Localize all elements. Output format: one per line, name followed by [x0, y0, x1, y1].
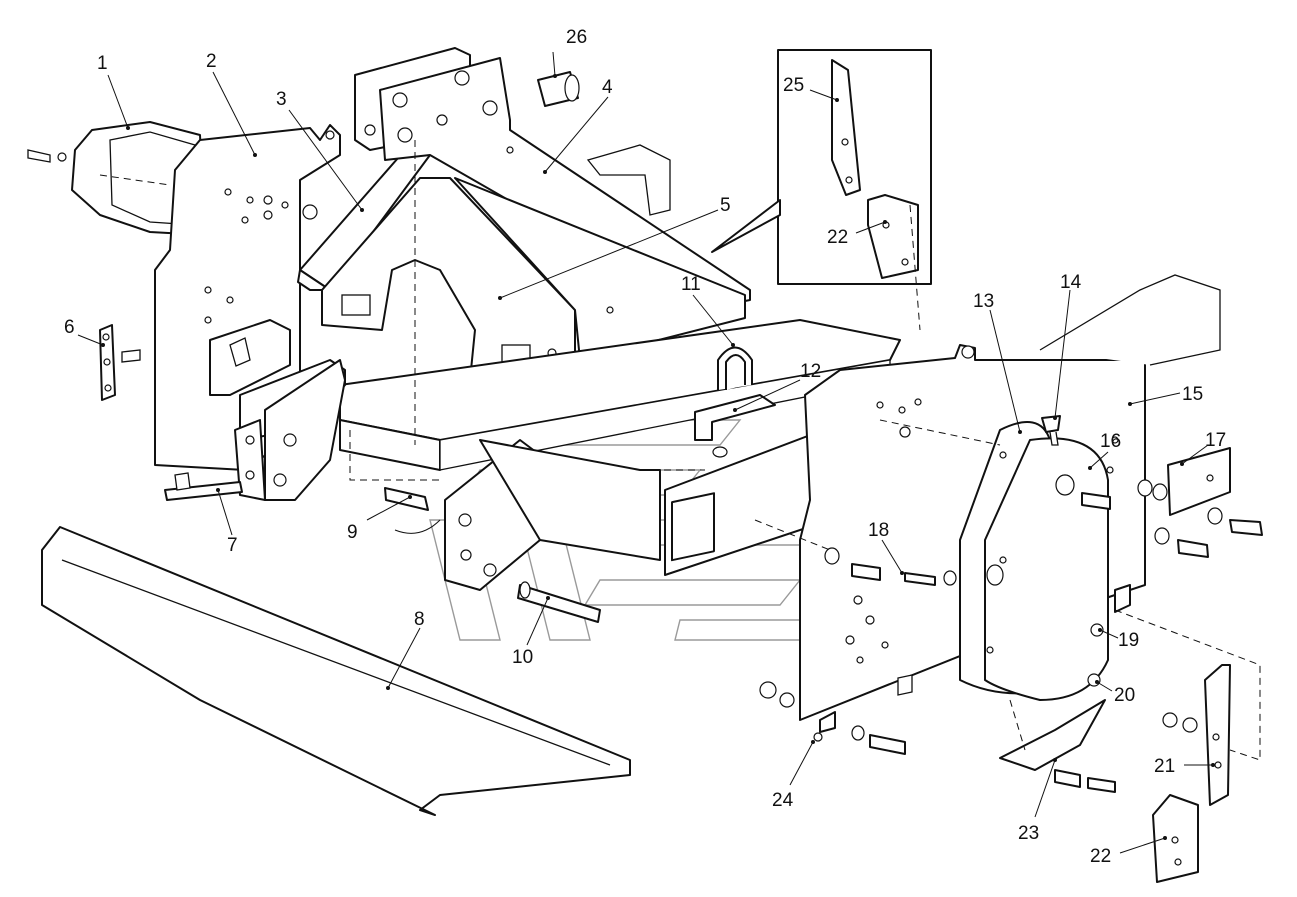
fasteners-right: [1055, 474, 1263, 558]
callout-22: 22: [1090, 846, 1111, 867]
part-pin-10: [517, 581, 601, 623]
assembly-centerlines: [99, 140, 1261, 761]
part-blade-guard: [999, 699, 1116, 793]
part-main-beam: [209, 319, 901, 591]
part-pin-7: [164, 472, 243, 501]
callout-10: 10: [512, 647, 533, 668]
callout-leaders: [77, 51, 1215, 854]
callout-1: 1: [97, 53, 108, 74]
callout-2: 2: [206, 51, 217, 72]
part-pin-24: [759, 674, 913, 755]
part-bushing: [537, 71, 580, 107]
part-bracket-17: [1167, 447, 1231, 516]
part-hitch-tower: [354, 47, 751, 311]
callout-16: 16: [1100, 431, 1121, 452]
part-clamp-plate: [694, 394, 776, 458]
callout-5: 5: [720, 195, 731, 216]
callout-7: 7: [227, 535, 238, 556]
inset-detail-box: [711, 49, 932, 285]
callout-22-inset: 22: [827, 227, 848, 248]
callout-21: 21: [1154, 756, 1175, 777]
callout-18: 18: [868, 520, 889, 541]
part-bolt-18: [824, 547, 957, 586]
callout-26: 26: [566, 27, 587, 48]
callout-15: 15: [1182, 384, 1203, 405]
callout-25: 25: [783, 75, 804, 96]
part-skid-21: [1162, 664, 1231, 806]
part-skid-tip-22: [1152, 794, 1199, 883]
part-u-bolt: [717, 346, 753, 390]
callout-6: 6: [64, 317, 75, 338]
callout-11: 11: [681, 274, 701, 295]
part-drive-housing: [959, 421, 1109, 701]
callout-14: 14: [1060, 272, 1082, 293]
callout-19: 19: [1118, 630, 1139, 651]
callout-13: 13: [973, 291, 994, 312]
callout-9: 9: [347, 522, 358, 543]
callout-4: 4: [602, 77, 613, 98]
callout-24: 24: [772, 790, 794, 811]
callout-20: 20: [1114, 685, 1135, 706]
callout-23: 23: [1018, 823, 1039, 844]
part-link-plate: [99, 324, 141, 401]
part-shear-bolt: [384, 487, 441, 534]
callout-3: 3: [276, 89, 287, 110]
part-rear-shield: [41, 526, 631, 816]
callout-12: 12: [800, 361, 821, 382]
part-nut-19: [1090, 584, 1131, 637]
callout-17: 17: [1205, 430, 1226, 451]
callout-numbers: 1 2 3 4 5 6 7 8 9 10 11 12 13 14 15 16 1…: [64, 27, 1226, 867]
part-nut-20: [1087, 673, 1101, 687]
callout-8: 8: [414, 609, 425, 630]
